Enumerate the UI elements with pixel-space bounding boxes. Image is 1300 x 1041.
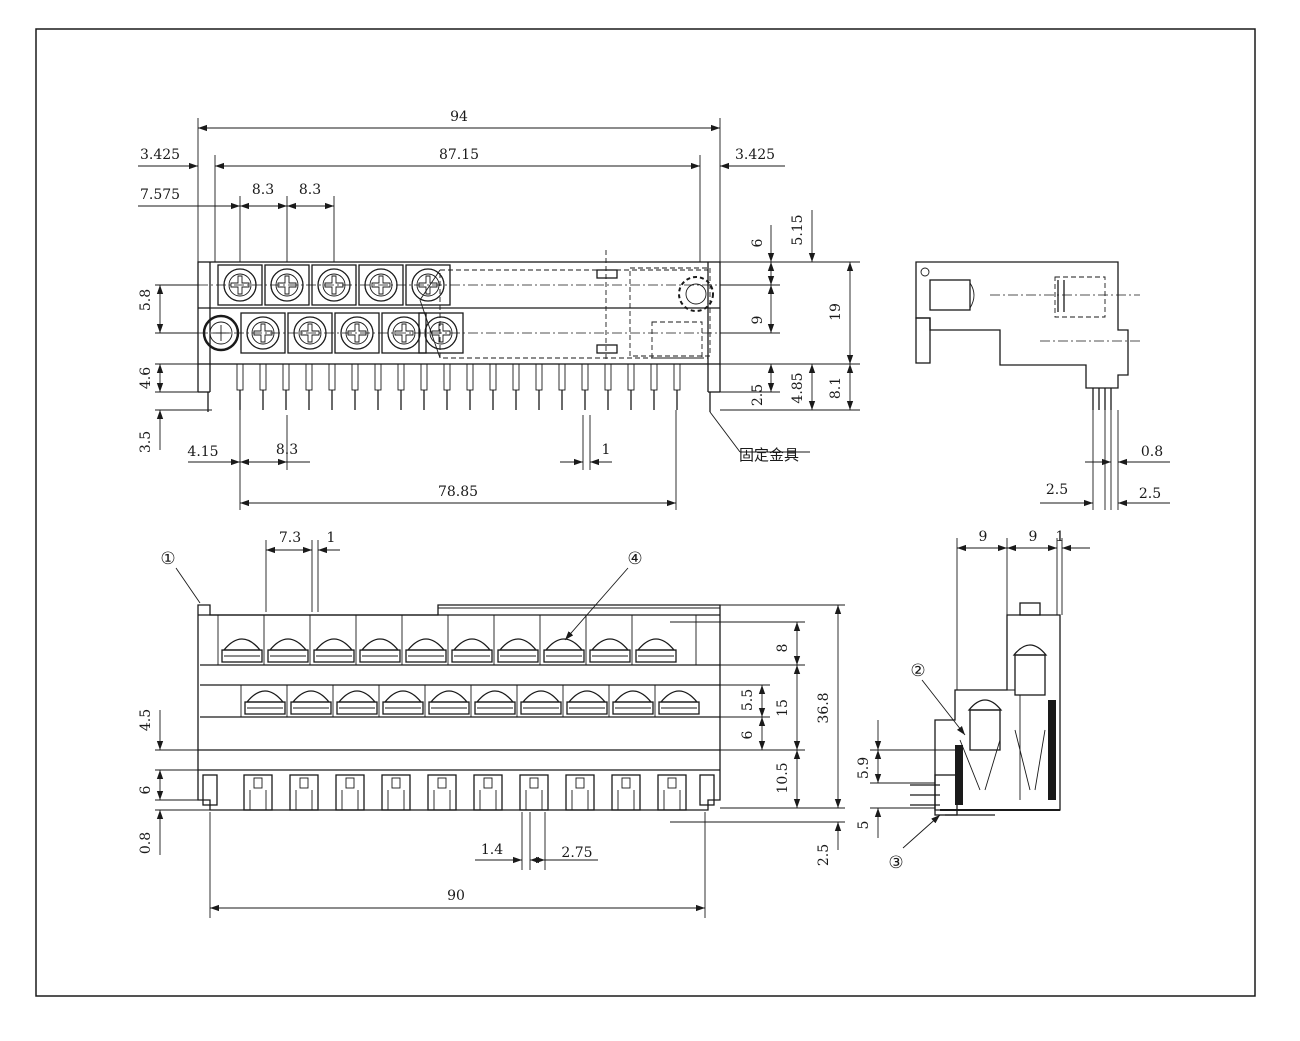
section-view [870,538,1090,849]
dim-8-3-b: 8.3 [299,182,321,198]
dim-5-5: 5.5 [740,689,756,711]
dim-5-8: 5.8 [138,289,154,311]
front-view-dimensions [155,540,845,918]
front-view [197,604,721,811]
dim-1-pin: 1 [602,442,611,458]
side-view [915,261,1170,510]
dim-19: 19 [828,303,844,321]
dimension-labels: 94 87.15 3.425 3.425 7.575 8.3 8.3 5.8 4… [138,109,1163,904]
dim-8-front: 8 [775,644,791,653]
dim-90: 90 [447,888,465,904]
dim-87-15: 87.15 [439,147,479,163]
dim-3-425-left: 3.425 [140,147,180,163]
dim-4-85: 4.85 [790,372,806,403]
dim-3-5: 3.5 [138,431,154,453]
dim-2-5-side-right: 2.5 [1139,486,1161,502]
dim-8-3-a: 8.3 [252,182,274,198]
dim-1-4: 1.4 [481,842,503,858]
dim-15: 15 [775,699,791,717]
callout-2: ② [910,661,925,681]
dim-7-575: 7.575 [140,187,180,203]
dim-4-6: 4.6 [138,367,154,389]
dim-2-5-a: 2.5 [750,384,766,406]
dim-6-front-right: 6 [740,730,756,739]
dim-1-section: 1 [1056,529,1065,545]
dim-2-5-front: 2.5 [816,844,832,866]
fixing-bracket-label: 固定金具 [739,446,799,464]
callout-1: ① [160,549,175,569]
dim-6-front-left: 6 [138,785,154,794]
dim-9-section-a: 9 [979,529,988,545]
callout-4: ④ [627,549,642,569]
dim-2-5-side-left: 2.5 [1046,482,1068,498]
dim-36-8: 36.8 [816,692,832,723]
dim-8-1: 8.1 [828,377,844,399]
dim-2-75: 2.75 [561,845,592,861]
dim-7-3: 7.3 [279,530,301,546]
top-view [180,250,740,412]
dim-0-8-front: 0.8 [138,832,154,854]
dim-6-top: 6 [750,238,766,247]
dim-4-5: 4.5 [138,709,154,731]
dim-4-15: 4.15 [187,444,218,460]
callout-3: ③ [888,853,903,873]
dim-8-3-c: 8.3 [276,442,298,458]
dim-0-8-side: 0.8 [1141,444,1163,460]
dim-78-85: 78.85 [438,484,478,500]
dim-9-section-b: 9 [1029,529,1038,545]
callout-labels: 固定金具 ① ② ③ ④ [160,446,925,873]
dim-94: 94 [450,109,468,125]
dim-5-9: 5.9 [856,757,872,779]
dim-10-5: 10.5 [775,762,791,793]
top-view-dimensions [138,118,860,510]
dim-5-15: 5.15 [790,214,806,245]
dim-5-section: 5 [856,821,872,830]
dim-1-front: 1 [327,530,336,546]
dim-3-425-right: 3.425 [735,147,775,163]
dim-9-mid: 9 [750,316,766,325]
drawing-frame [35,28,1256,997]
